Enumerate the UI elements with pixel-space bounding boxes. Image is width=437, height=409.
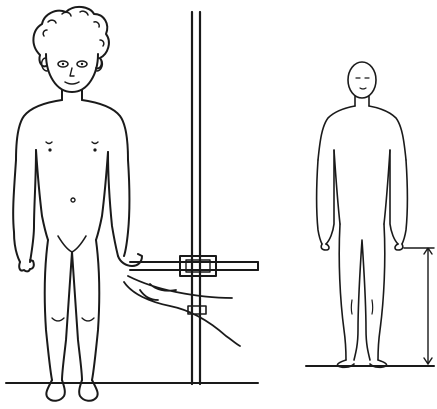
adult-head	[348, 62, 376, 98]
child-left-arm	[13, 150, 36, 262]
adult-figure-outline	[317, 62, 408, 367]
child-figure	[13, 7, 142, 401]
anthropometer	[130, 12, 258, 384]
fingertip-height-dimension-line	[404, 248, 434, 364]
child-legs	[45, 240, 100, 380]
adult-legs	[339, 224, 385, 360]
child-right-arm	[108, 152, 130, 256]
child-navel	[71, 198, 75, 202]
child-face	[46, 54, 98, 92]
anthropometer-branch	[130, 262, 258, 270]
child-torso	[16, 100, 128, 160]
adult-arms	[317, 150, 408, 244]
examiner-hand	[124, 276, 240, 346]
child-mouth	[65, 82, 79, 84]
anthropometer-rod	[192, 12, 200, 384]
